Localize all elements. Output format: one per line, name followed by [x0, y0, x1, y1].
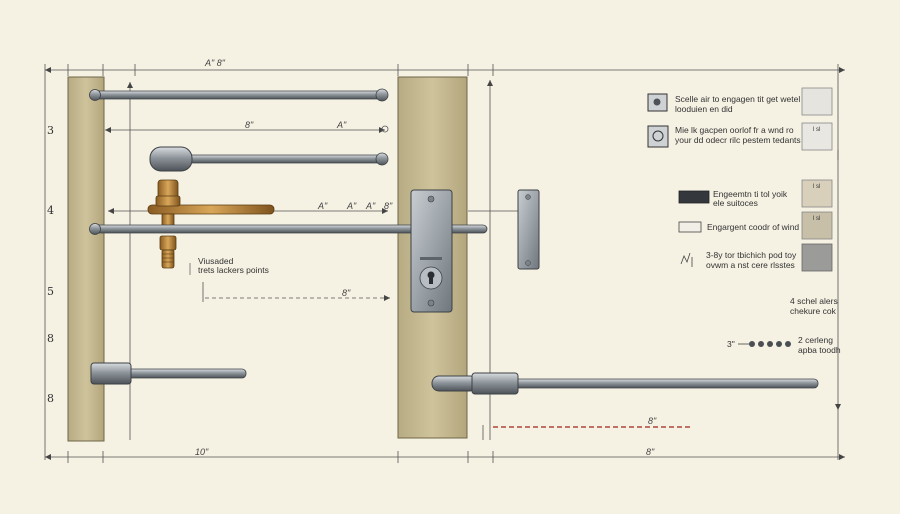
legend-text: Mie lk gacpen oorlof fr a wnd ro	[675, 125, 794, 135]
dimension-label: 10"	[195, 447, 209, 457]
side-number: 3	[47, 124, 54, 137]
top-dimension-label: A" 8"	[204, 58, 226, 68]
legend-text: Scelle air to engagen tit get wetel	[675, 94, 800, 104]
legend-text: Engeemtn ti tol yoik	[713, 189, 788, 199]
legend-icon	[678, 190, 710, 204]
legend-text: your dd odecr rilc pestem tedants	[675, 135, 801, 145]
side-number: 5	[47, 285, 54, 298]
side-numbers: 3 4 5 8 8	[47, 124, 54, 405]
legend-text: chekure cok	[790, 306, 837, 316]
legend-text: 2 cerleng	[798, 335, 833, 345]
through-bolt-rod	[89, 223, 488, 235]
top-rod	[89, 88, 389, 102]
legend-swatch	[801, 211, 833, 240]
annotation-left: trets lackers points	[198, 265, 269, 275]
lower-left-rod	[90, 362, 247, 385]
dimension-label: A"	[317, 201, 328, 211]
legend-text: 4 schel alers	[790, 296, 838, 306]
side-number: 8	[47, 332, 54, 345]
swatch-code: l sl	[813, 127, 820, 133]
legend-swatch	[801, 179, 833, 208]
dots-icon	[738, 341, 791, 347]
dimension-label: 8"	[245, 120, 254, 130]
swatch-code: l sl	[813, 216, 820, 222]
legend-text: apba toodh	[798, 345, 841, 355]
lower-right-rod	[431, 372, 819, 395]
legend-text: ovwm a nst cere rlsstes	[706, 260, 795, 270]
legend-prefix: 3"	[727, 339, 735, 349]
side-number: 4	[47, 204, 54, 217]
legend-swatch	[801, 243, 833, 272]
annotation-left: Viusaded	[198, 256, 234, 266]
left-door-jamb	[67, 76, 105, 442]
lock-plate	[410, 189, 453, 313]
dimension-label: A"	[336, 120, 347, 130]
legend-text: Engargent coodr of wind	[707, 222, 799, 232]
dimension-label: 8"	[342, 288, 351, 298]
dimension-label: 8"	[384, 201, 393, 211]
swatch-code: l sl	[813, 184, 820, 190]
legend-text: looduien en did	[675, 104, 733, 114]
brass-swivel-fitting	[147, 179, 275, 269]
dimension-arrows	[45, 67, 845, 460]
dimension-label: A"	[365, 201, 376, 211]
strike-plate	[468, 189, 540, 270]
dimension-label: 8"	[648, 416, 657, 426]
legend-swatch	[801, 87, 833, 116]
wave-icon	[680, 252, 693, 267]
knob-rod	[149, 146, 389, 172]
legend: Scelle air to engagen tit get wetel lood…	[647, 87, 841, 355]
dimension-label: A"	[346, 201, 357, 211]
legend-swatch	[801, 122, 833, 151]
legend-icon	[647, 125, 669, 148]
legend-text: ele suitoces	[713, 198, 758, 208]
side-number: 8	[47, 392, 54, 405]
dimension-lines	[44, 64, 845, 463]
dimension-label: 8"	[646, 447, 655, 457]
legend-icon	[678, 221, 702, 233]
legend-text: 3-8y tor tbichich pod toy	[706, 250, 797, 260]
